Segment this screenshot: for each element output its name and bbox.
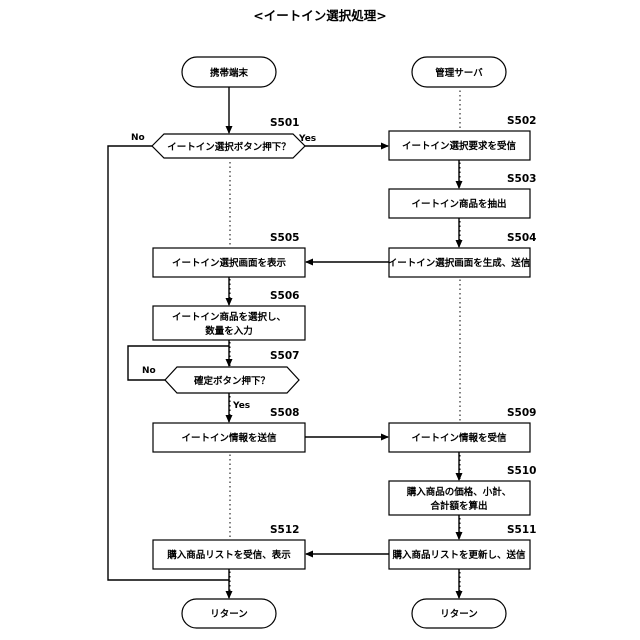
step-s507-id: S507 <box>270 350 299 362</box>
step-s510-line1: 購入商品の価格、小計、 <box>406 486 512 498</box>
diagram-title: <イートイン選択処理> <box>253 8 386 23</box>
step-s503-id: S503 <box>507 173 536 185</box>
step-s510-id: S510 <box>507 465 536 477</box>
label-no-s501: No <box>131 133 145 143</box>
step-s505-id: S505 <box>270 232 299 244</box>
return-label-right: リターン <box>440 608 478 620</box>
step-s512-text: 購入商品リストを受信、表示 <box>166 549 291 561</box>
step-s509-text: イートイン情報を受信 <box>411 432 507 444</box>
step-s503-text: イートイン商品を抽出 <box>411 198 506 210</box>
step-s511-id: S511 <box>507 524 536 536</box>
step-s512-id: S512 <box>270 524 299 536</box>
step-s502-id: S502 <box>507 115 536 127</box>
lane-label-left: 携帯端末 <box>210 67 249 79</box>
step-s508-id: S508 <box>270 407 299 419</box>
step-s506-line1: イートイン商品を選択し、 <box>172 311 286 323</box>
step-s502-text: イートイン選択要求を受信 <box>402 140 517 152</box>
lane-label-right: 管理サーバ <box>435 67 483 79</box>
step-s506-id: S506 <box>270 290 299 302</box>
step-s504-text: イートイン選択画面を生成、送信 <box>388 257 531 269</box>
step-s510-line2: 合計額を算出 <box>430 500 487 512</box>
return-label-left: リターン <box>210 608 248 620</box>
step-s501-id: S501 <box>270 117 299 129</box>
step-s511-text: 購入商品リストを更新し、送信 <box>391 549 526 561</box>
step-s506-line2: 数量を入力 <box>204 325 253 337</box>
label-no-s507: No <box>142 366 156 376</box>
step-s507-text: 確定ボタン押下？ <box>194 375 270 387</box>
step-s508-text: イートイン情報を送信 <box>181 432 277 444</box>
label-yes-s507: Yes <box>232 401 250 411</box>
step-s505-text: イートイン選択画面を表示 <box>172 257 287 269</box>
step-s501-text: イートイン選択ボタン押下？ <box>167 141 291 153</box>
step-s509-id: S509 <box>507 407 536 419</box>
step-s504-id: S504 <box>507 232 536 244</box>
label-yes-s501: Yes <box>298 134 316 144</box>
